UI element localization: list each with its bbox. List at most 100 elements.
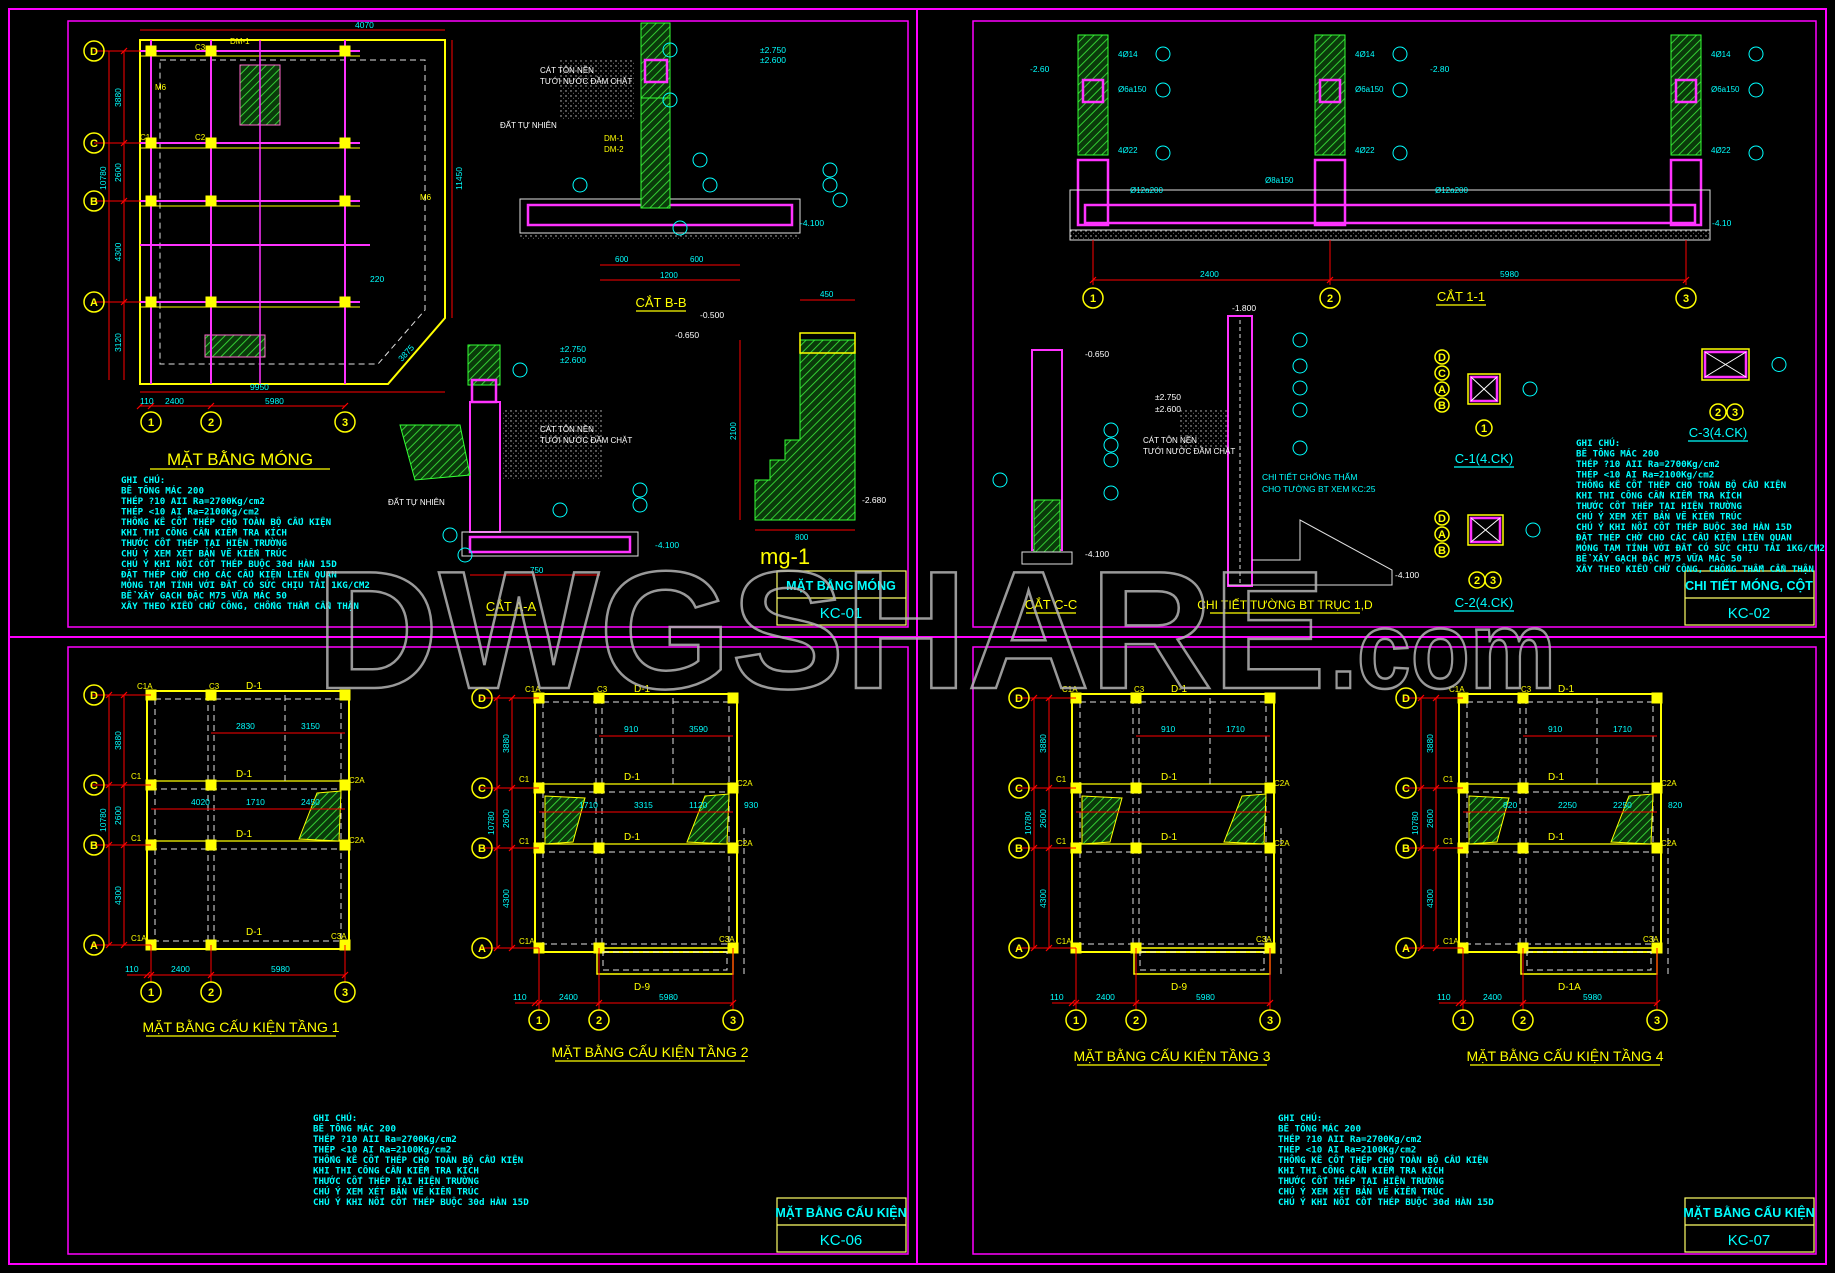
rebar-tag [1748, 82, 1764, 98]
rebar-tag [1292, 358, 1308, 374]
rebar-cage [1669, 158, 1703, 227]
sheet-border [67, 646, 909, 1255]
rebar-cage [1674, 78, 1698, 104]
note-line: THỐNG KÊ CỐT THÉP CHO TOÀN BỘ CẤU KIỆN [121, 516, 331, 528]
sheet-title: CHI TIẾT MÓNG, CỘT [1685, 578, 1813, 593]
note-line: CHÚ Ý XEM XÉT BẢN VẼ KIẾN TRÚC [1278, 1185, 1444, 1198]
dimension-text: 2450 [301, 797, 320, 807]
dimension-text: 600 [690, 255, 704, 264]
column [145, 296, 157, 308]
rebar-tag [1292, 440, 1308, 456]
note-line: ĐẶT THÉP CHỜ CHO CÁC CẤU KIỆN LIÊN QUAN [121, 569, 337, 581]
level-text: -2.60 [1030, 64, 1050, 74]
grid-bubble [1646, 1009, 1668, 1031]
grid-bubble [1008, 777, 1030, 799]
soil-note: CÁT TÔN NỀN [540, 424, 594, 434]
level-text: ±2.600 [760, 55, 786, 65]
dimension-tick [105, 841, 113, 849]
dimension-tick [1068, 999, 1076, 1007]
note-line: THỐNG KÊ CỐT THÉP CHO TOÀN BỘ CẤU KIỆN [313, 1154, 523, 1166]
column-label: C3 [597, 685, 608, 694]
slab-opening-hatch [1081, 795, 1123, 845]
dimension-text: 750 [530, 566, 544, 575]
grid-bubble-label: 1 [1073, 1015, 1079, 1027]
column-stirrup [1469, 375, 1499, 403]
grid-bubble-label: 2 [208, 987, 214, 999]
dimension-text: 2600 [113, 163, 123, 182]
dimension-text: 3880 [113, 88, 123, 107]
sheet-title: MẶT BẰNG CẤU KIỆN [775, 1205, 906, 1220]
grid-bubble-label: B [90, 196, 98, 208]
sheet-title: MẶT BẰNG CẤU KIỆN [1683, 1205, 1814, 1220]
rebar-tag [1771, 357, 1787, 372]
detail-note: CHO TƯỜNG BT XEM KC:25 [1262, 484, 1376, 494]
grid-bubble-label: 2 [1715, 407, 1721, 419]
dimension-text: 11450 [454, 167, 464, 190]
foundation-outline [139, 39, 446, 385]
dimension-tick [1432, 694, 1440, 702]
column-label: C2A [1661, 779, 1677, 788]
grid-bubble-label: 1 [148, 987, 154, 999]
dimension-tick [1045, 844, 1053, 852]
grid-bubble-label: 3 [1490, 575, 1496, 587]
column-label: C2A [349, 836, 365, 845]
foundation-inner [159, 59, 426, 365]
stair-opening-hatch [686, 793, 730, 845]
column [1517, 692, 1529, 704]
column [1264, 842, 1276, 854]
column [339, 137, 351, 149]
column-label: C1 [131, 834, 142, 843]
note-line: BỂ XÂY GẠCH ĐẶC M75 VỮA MÁC 50 [121, 590, 287, 602]
column [339, 296, 351, 308]
column [1264, 692, 1276, 704]
grid-bubble-label: A [90, 940, 98, 952]
footing-outline [461, 531, 639, 557]
rebar-tag [1392, 46, 1408, 62]
grid-bubble [1125, 1009, 1147, 1031]
column-label: C3A [719, 935, 735, 944]
dimension-tick [147, 402, 155, 410]
rebar-text: Ø12a200 [1435, 186, 1468, 195]
note-line: CHÚ Ý KHI NỐI CỐT THÉP BUỘC 30d HÀN 15D [1576, 521, 1792, 533]
level-text: -2.680 [862, 495, 886, 505]
grid-bubble-label: B [1402, 843, 1410, 855]
column-label: C3 [209, 682, 220, 691]
column-label: C2A [1274, 779, 1290, 788]
column [205, 296, 217, 308]
rebar-tag [822, 162, 838, 178]
brick-hatch [399, 424, 471, 481]
dimension-tick [1030, 944, 1038, 952]
column-label: C1 [519, 837, 530, 846]
column [145, 45, 157, 57]
grid-bubble [588, 1009, 610, 1031]
note-line: CHÚ Ý XEM XÉT BẢN VẼ KIẾN TRÚC [121, 547, 287, 560]
dimension-tick [508, 844, 516, 852]
grid-bubble [1008, 837, 1030, 859]
grid-bubble [83, 132, 105, 154]
note-line: THÉP <10 AI Ra=2100Kg/cm2 [313, 1144, 451, 1156]
footing-outline [1021, 551, 1073, 565]
rebar-cross [1470, 517, 1501, 543]
column-label: C1 [1443, 837, 1454, 846]
grid-bubble [200, 411, 222, 433]
grid-bubble [722, 1009, 744, 1031]
dimension-text: 5980 [1583, 992, 1602, 1002]
level-text: -0.650 [1085, 349, 1109, 359]
note-line: CHÚ Ý KHI NỐI CỐT THÉP BUỘC 30d HÀN 15D [121, 558, 337, 570]
column [593, 692, 605, 704]
note-line: THÉP <10 AI Ra=2100Kg/cm2 [1278, 1144, 1416, 1156]
note-line: THÉP ?10 AII Ra=2700Kg/cm2 [313, 1133, 457, 1145]
column [205, 689, 217, 701]
plan-inner-beam-line [1079, 701, 1267, 945]
column [593, 842, 605, 854]
level-text: ±2.600 [560, 355, 586, 365]
note-line: THÉP <10 AI Ra=2100Kg/cm2 [121, 506, 259, 518]
column [1130, 692, 1142, 704]
rebar-tag [1525, 522, 1541, 538]
rebar-cross [1704, 351, 1747, 378]
plan-inner-beam-line [154, 698, 342, 942]
grid-bubble [83, 834, 105, 856]
foundation-label: C3 [195, 43, 206, 52]
beam-label: D-1 [624, 772, 641, 783]
grid-bubble-label: D [1015, 693, 1023, 705]
